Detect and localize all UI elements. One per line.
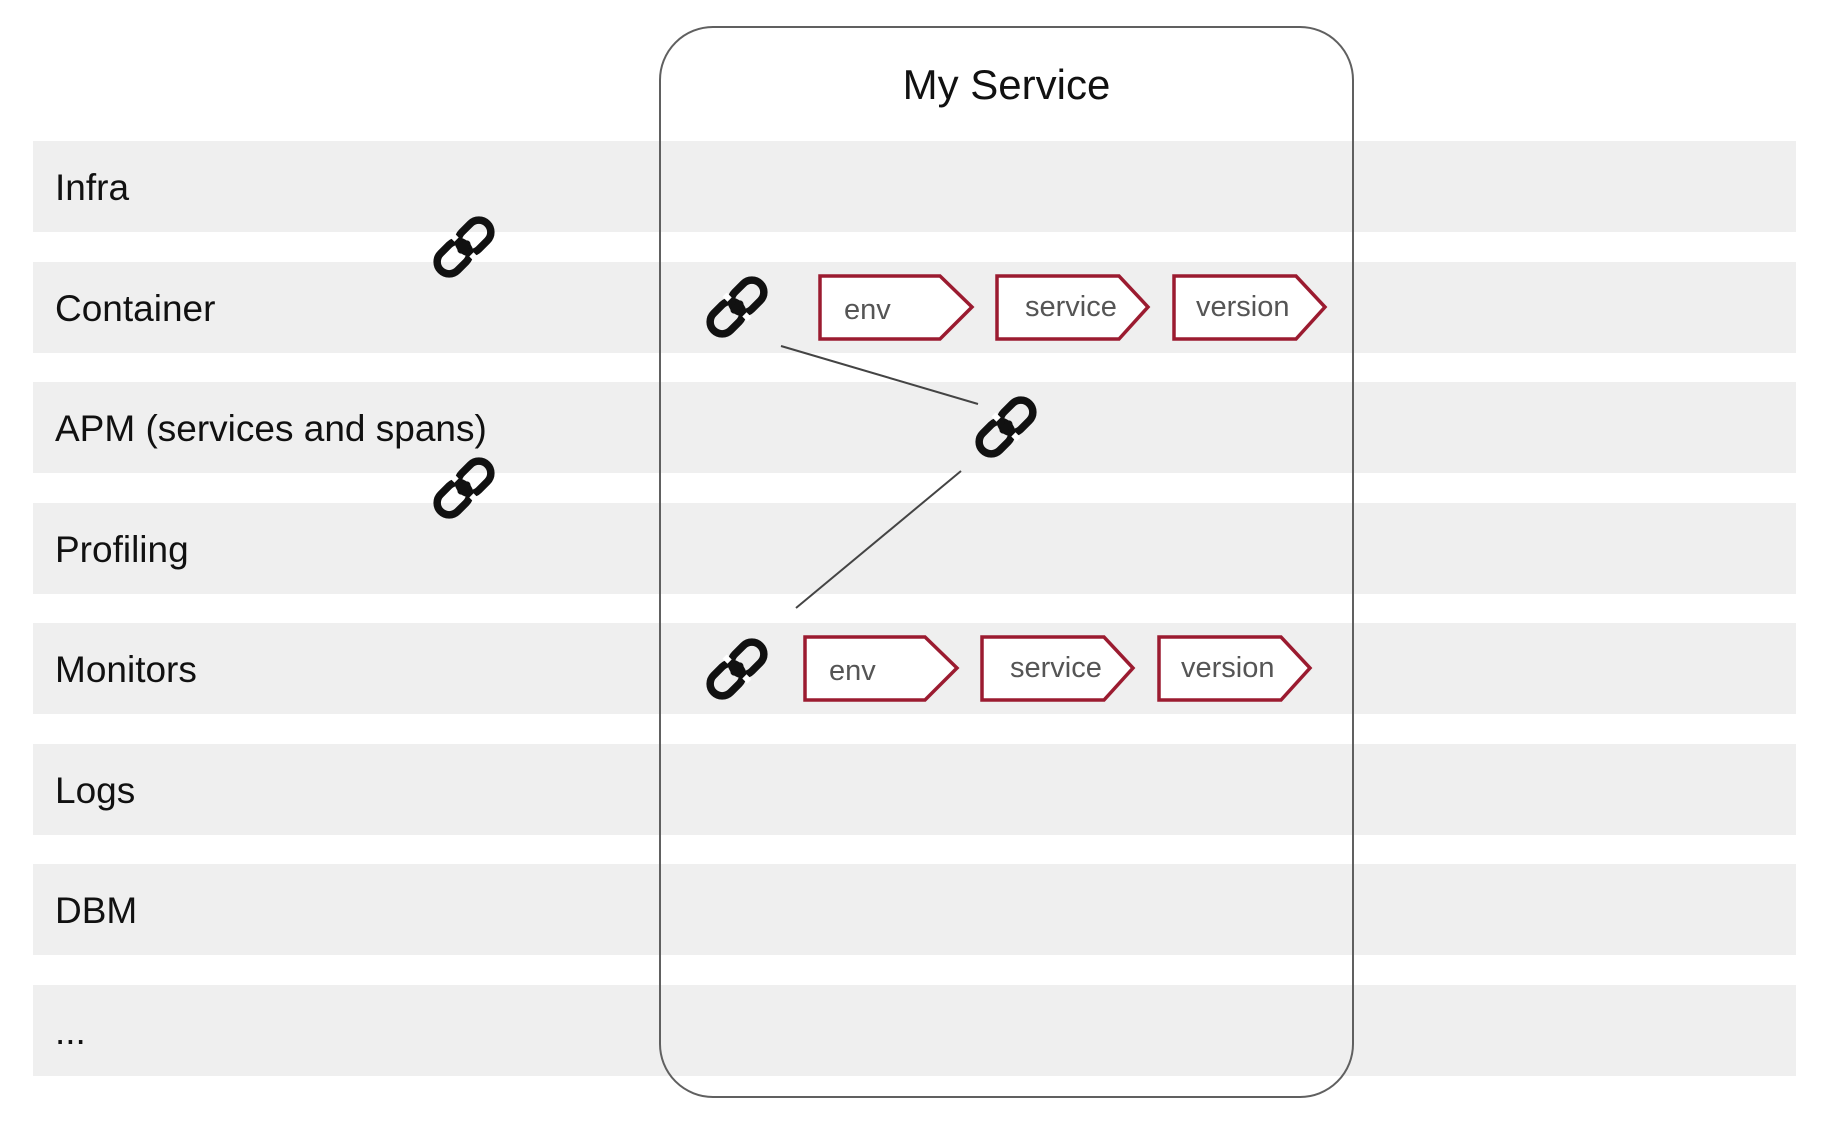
- tag-env: env: [803, 635, 960, 702]
- layer-band-infra: [33, 141, 1796, 232]
- layer-label-dbm: DBM: [55, 890, 138, 931]
- tag-version-label: version: [1181, 652, 1275, 684]
- layer-label-container: Container: [55, 288, 216, 329]
- tag-version: version: [1157, 635, 1313, 702]
- layer-label-monitors: Monitors: [55, 649, 197, 690]
- tag-version-label: version: [1196, 291, 1290, 323]
- tag-version: version: [1172, 274, 1328, 341]
- layer-band-more: [33, 985, 1796, 1076]
- connector-line-top: [780, 345, 979, 405]
- link-icon: [704, 636, 770, 702]
- layer-label-infra: Infra: [55, 167, 130, 208]
- connector-line-bottom: [795, 470, 962, 609]
- layer-band-profiling: [33, 503, 1796, 594]
- tag-service-label: service: [1010, 652, 1102, 684]
- layer-band-dbm: [33, 864, 1796, 955]
- link-icon: [704, 274, 770, 340]
- layer-label-apm: APM (services and spans): [55, 408, 487, 449]
- link-icon: [431, 455, 497, 521]
- service-title: My Service: [902, 61, 1111, 108]
- layer-band-logs: [33, 744, 1796, 835]
- tag-service: service: [995, 274, 1151, 341]
- layer-label-more: ...: [55, 1011, 86, 1052]
- layer-band-apm: [33, 382, 1796, 473]
- layer-label-profiling: Profiling: [55, 529, 189, 570]
- tag-env: env: [818, 274, 975, 341]
- tag-row-monitors: env service version: [803, 635, 1313, 702]
- tag-env-label: env: [844, 294, 891, 326]
- tag-service-label: service: [1025, 291, 1117, 323]
- link-icon: [431, 214, 497, 280]
- tag-row-container: env service version: [818, 274, 1328, 341]
- tag-env-label: env: [829, 655, 876, 687]
- link-icon: [973, 394, 1039, 460]
- tag-service: service: [980, 635, 1136, 702]
- layer-label-logs: Logs: [55, 770, 136, 811]
